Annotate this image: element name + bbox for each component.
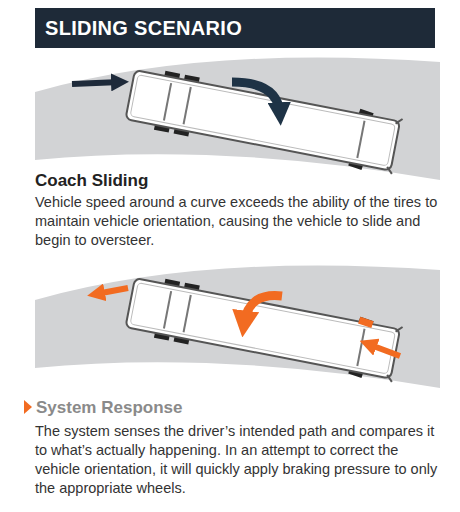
section-marker: [24, 400, 32, 414]
road: [35, 265, 440, 388]
force-arrow: [96, 288, 128, 294]
title: SLIDING SCENARIO: [45, 8, 430, 48]
coach: [125, 273, 403, 384]
section-heading: Coach Sliding: [35, 170, 440, 191]
scene-response: [35, 265, 440, 388]
brake-arrow: [368, 344, 400, 356]
body-text: The system senses the driver’s intended …: [35, 422, 445, 498]
section-heading: System Response: [36, 397, 441, 418]
motion-arrow: [72, 82, 120, 84]
braked-wheel: [358, 317, 374, 328]
rotation-arrow: [244, 296, 282, 324]
rotation-arrow: [232, 82, 280, 114]
road: [35, 57, 440, 180]
title-band: [35, 8, 435, 48]
body-text: Vehicle speed around a curve exceeds the…: [35, 193, 445, 250]
coach: [125, 65, 403, 176]
scene-sliding: [35, 57, 440, 180]
